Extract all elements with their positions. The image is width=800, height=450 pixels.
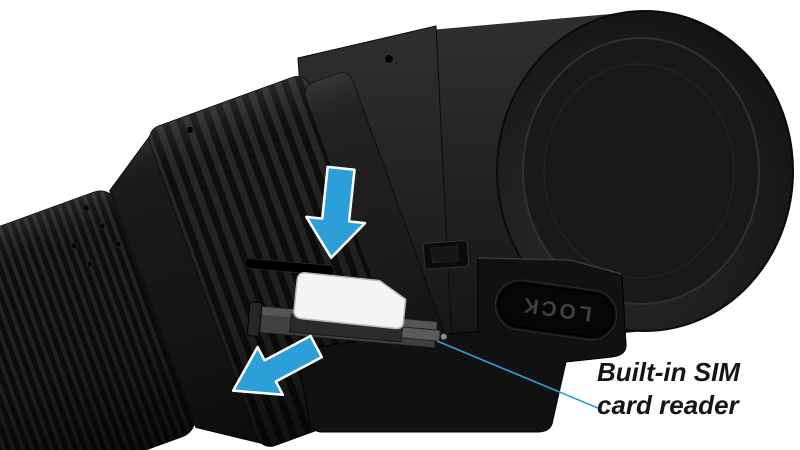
lock-button-groove xyxy=(494,279,618,341)
sim-tray-pin xyxy=(440,333,447,340)
lens-end-cap-shading xyxy=(305,72,454,381)
screw-icon xyxy=(384,54,394,64)
sim-tray-front-cap xyxy=(246,301,263,337)
arrow-out-icon xyxy=(231,334,324,397)
front-lens-barrel-shading xyxy=(0,191,196,450)
sim-slot xyxy=(243,257,335,276)
callout-line-1: Built-in SIM xyxy=(597,357,740,387)
sim-card xyxy=(293,272,407,330)
speaker-hole-icon xyxy=(82,204,90,212)
latch-spring xyxy=(431,245,459,264)
sim-tray-latch-arm xyxy=(401,326,441,342)
inner-latch xyxy=(422,240,470,270)
callout-text: Built-in SIM card reader xyxy=(597,356,740,421)
lock-button: LOCK xyxy=(494,279,618,341)
arrow-down-icon xyxy=(305,165,367,259)
speaker-hole-icon xyxy=(70,242,78,250)
arrow-down-shape xyxy=(305,165,367,259)
sim-slot-opening xyxy=(243,257,335,276)
speaker-hole-icon xyxy=(86,260,94,268)
lens-cone-shading xyxy=(109,132,267,445)
callout-line xyxy=(436,340,599,409)
lock-button-face xyxy=(497,281,615,339)
speaker-holes xyxy=(70,126,194,268)
speaker-hole-icon xyxy=(186,126,194,134)
speaker-hole-icon xyxy=(114,240,122,248)
speaker-hole-icon xyxy=(98,222,106,230)
mount-bracket-edge-highlight xyxy=(477,257,623,275)
arrow-out-shape xyxy=(231,334,324,397)
sim-card-shape xyxy=(293,272,407,330)
camera-body-inner-ring xyxy=(522,37,760,305)
camera-body-inner-detail xyxy=(543,63,735,279)
callout-line-2: card reader xyxy=(597,389,739,420)
